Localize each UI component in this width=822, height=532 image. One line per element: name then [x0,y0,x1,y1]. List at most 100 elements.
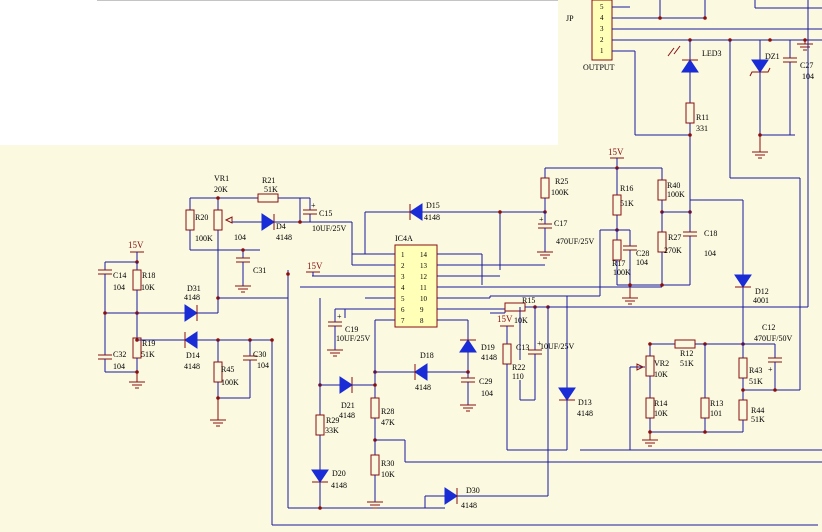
d19-ref: D19 [481,343,495,352]
c29-value: 104 [481,389,493,398]
r27-ref: R27 [668,233,681,242]
c29-ref: C29 [479,377,492,386]
supply-15v-label-b: 15V [128,240,144,250]
vr2: VR2 10K [630,344,669,398]
d13-value: 4148 [577,409,593,418]
c17: + C17 470UF/25V [537,212,594,259]
d14: D14 4148 [184,331,272,371]
d12-value: 4001 [753,296,769,305]
r40-value: 100K [667,190,685,199]
d15-ref: D15 [426,201,440,210]
blank-panel [0,0,558,145]
r12: R12 51K [674,339,743,368]
d31-value: 4148 [184,293,200,302]
supply-15v-label-d: 15V [497,314,513,324]
r-10k-value: 10K [514,316,528,325]
d21-ref: D21 [341,401,355,410]
ic-pin-9: 9 [420,306,424,314]
r12-ref: R12 [680,349,693,358]
r16-value: 51K [620,199,634,208]
r21-value: 51K [264,185,278,194]
jp-name: OUTPUT [583,63,615,72]
c28-ref: C28 [636,249,649,258]
r43: R43 51K [738,357,763,400]
jp-pin-1: 1 [600,47,604,55]
r40: R40 100K [657,168,685,212]
r21-ref: R21 [262,176,275,185]
c31-ref: C31 [253,266,266,275]
ic-pin-10: 10 [420,295,428,303]
dz1-zener: DZ1 [749,40,795,159]
c15-ref: C15 [319,209,332,218]
vr1: VR1 20K [213,174,233,298]
ic-pin-4: 4 [401,284,405,292]
r-10k: 10K [502,316,528,450]
ic-pin-3: 3 [401,273,405,281]
c32-value: 104 [113,362,125,371]
d15-value: 4148 [424,213,440,222]
vr2-ref: VR2 [654,359,669,368]
ic-pin-2: 2 [401,262,405,270]
r45-ref: R45 [221,365,234,374]
d31-ref: D31 [187,284,201,293]
c30-value: 104 [257,361,269,370]
supply-15v-label-c: 15V [307,261,323,271]
c15: + C15 10UF/25V [303,198,346,233]
d13: D13 4148 [558,296,593,450]
d4-value: 4148 [276,233,292,242]
d21-value: 4148 [339,411,355,420]
r27: R27 270K [657,212,682,285]
r13: R13 101 [700,344,723,432]
jp-pin-4: 4 [600,14,604,22]
jp-pin-5: 5 [600,3,604,11]
r43-value: 51K [749,377,763,386]
c27: C27 104 [783,40,814,135]
c13-ref: C13 [516,343,529,352]
svg-text:+: + [537,339,542,348]
c18: C18 104 [683,212,717,285]
r16: R16 51K [612,168,634,230]
d21: D21 4148 [320,376,375,420]
r28: R28 47K [370,397,395,455]
ic4a-ref: IC4A [395,234,413,243]
r25-value: 100K [551,188,569,197]
svg-text:+: + [768,365,773,374]
r15-ref: R15 [522,296,535,305]
r29-ref: R29 [326,416,339,425]
c12-value: 470UF/50V [754,334,792,343]
r17-value: 100K [613,268,631,277]
d18-ref: D18 [420,351,434,360]
d4-ref: D4 [276,222,286,231]
c13-value: 10UF/25V [540,342,574,351]
d31: D31 4148 [184,284,218,322]
r45: R45 100K [213,340,239,398]
jp-pin-2: 2 [600,36,604,44]
r30-ref: R30 [381,459,394,468]
r19: R19 51K [132,313,155,372]
r19-value: 51K [141,350,155,359]
r20-ref: R20 [195,213,208,222]
c32-ref: C32 [113,350,126,359]
r22-ref: R22 [512,363,525,372]
r11: R11 331 [685,102,709,133]
c31: C31 [235,250,266,293]
c27-ref: C27 [800,61,813,70]
c14-ref: C14 [113,271,126,280]
c19-ref: C19 [345,325,358,334]
r43-ref: R43 [749,366,762,375]
r12-value: 51K [680,359,694,368]
d30: D30 4148 [424,486,549,510]
ic-pin-11: 11 [420,284,427,292]
r14-ref: R14 [654,399,667,408]
ic-pin-6: 6 [401,306,405,314]
r18-ref: R18 [142,271,155,280]
r30: R30 10K [367,454,395,509]
svg-text:+: + [337,312,342,321]
c17-ref: C17 [554,219,567,228]
d19: D19 4148 [459,320,497,372]
r44: R44 51K [738,399,765,432]
r20: R20 100K [185,198,260,251]
vr1-ref: VR1 [214,174,229,183]
c29: C29 104 [460,372,493,412]
